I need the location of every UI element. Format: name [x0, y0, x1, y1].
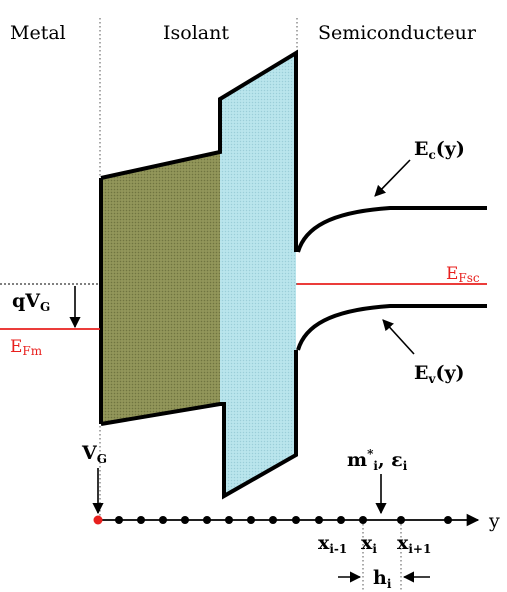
- mesh-node: [115, 516, 123, 524]
- gate-voltage-label: VG: [81, 442, 107, 466]
- mesh-node: [159, 516, 167, 524]
- node-label-next: xi+1: [397, 532, 431, 556]
- mesh-node: [225, 516, 233, 524]
- mesh-node: [181, 516, 189, 524]
- semiconductor-region-label: Semiconducteur: [318, 22, 477, 44]
- mesh-node: [337, 516, 345, 524]
- metal-region-label: Metal: [10, 22, 66, 44]
- valence-band-pointer-arrow: [382, 319, 415, 355]
- conduction-band-label: Ec(y): [414, 138, 465, 162]
- mass-permittivity-label: m*i, εi: [347, 447, 408, 473]
- insulator-layer-2: [220, 53, 296, 496]
- mesh-node: [247, 516, 255, 524]
- mesh-node: [359, 516, 367, 524]
- qvg-label: qVG: [12, 290, 50, 314]
- mesh-node: [397, 516, 405, 524]
- mesh-node: [203, 516, 211, 524]
- isolant-region-label: Isolant: [163, 22, 229, 44]
- valence-band-curve: [296, 304, 487, 351]
- step-label: hi: [373, 567, 392, 591]
- y-axis-label: y: [488, 510, 500, 532]
- node-label-prev: xi-1: [318, 532, 347, 556]
- mesh-node: [315, 516, 323, 524]
- mesh-node: [292, 516, 300, 524]
- mesh-nodes: [115, 516, 452, 524]
- metal-fermi-label: EFm: [10, 337, 43, 358]
- conduction-band-pointer-arrow: [374, 159, 411, 197]
- origin-node: [93, 515, 103, 525]
- conduction-band-curve: [296, 206, 487, 253]
- insulator-layer-1: [101, 152, 220, 424]
- mesh-node: [444, 516, 452, 524]
- semiconductor-fermi-label: EFsc: [446, 264, 480, 285]
- valence-band-label: Ev(y): [414, 362, 465, 386]
- mesh-node: [137, 516, 145, 524]
- mesh-node: [269, 516, 277, 524]
- node-label-current: xi: [361, 532, 377, 556]
- oxide-bottom-band-edge: [100, 350, 298, 500]
